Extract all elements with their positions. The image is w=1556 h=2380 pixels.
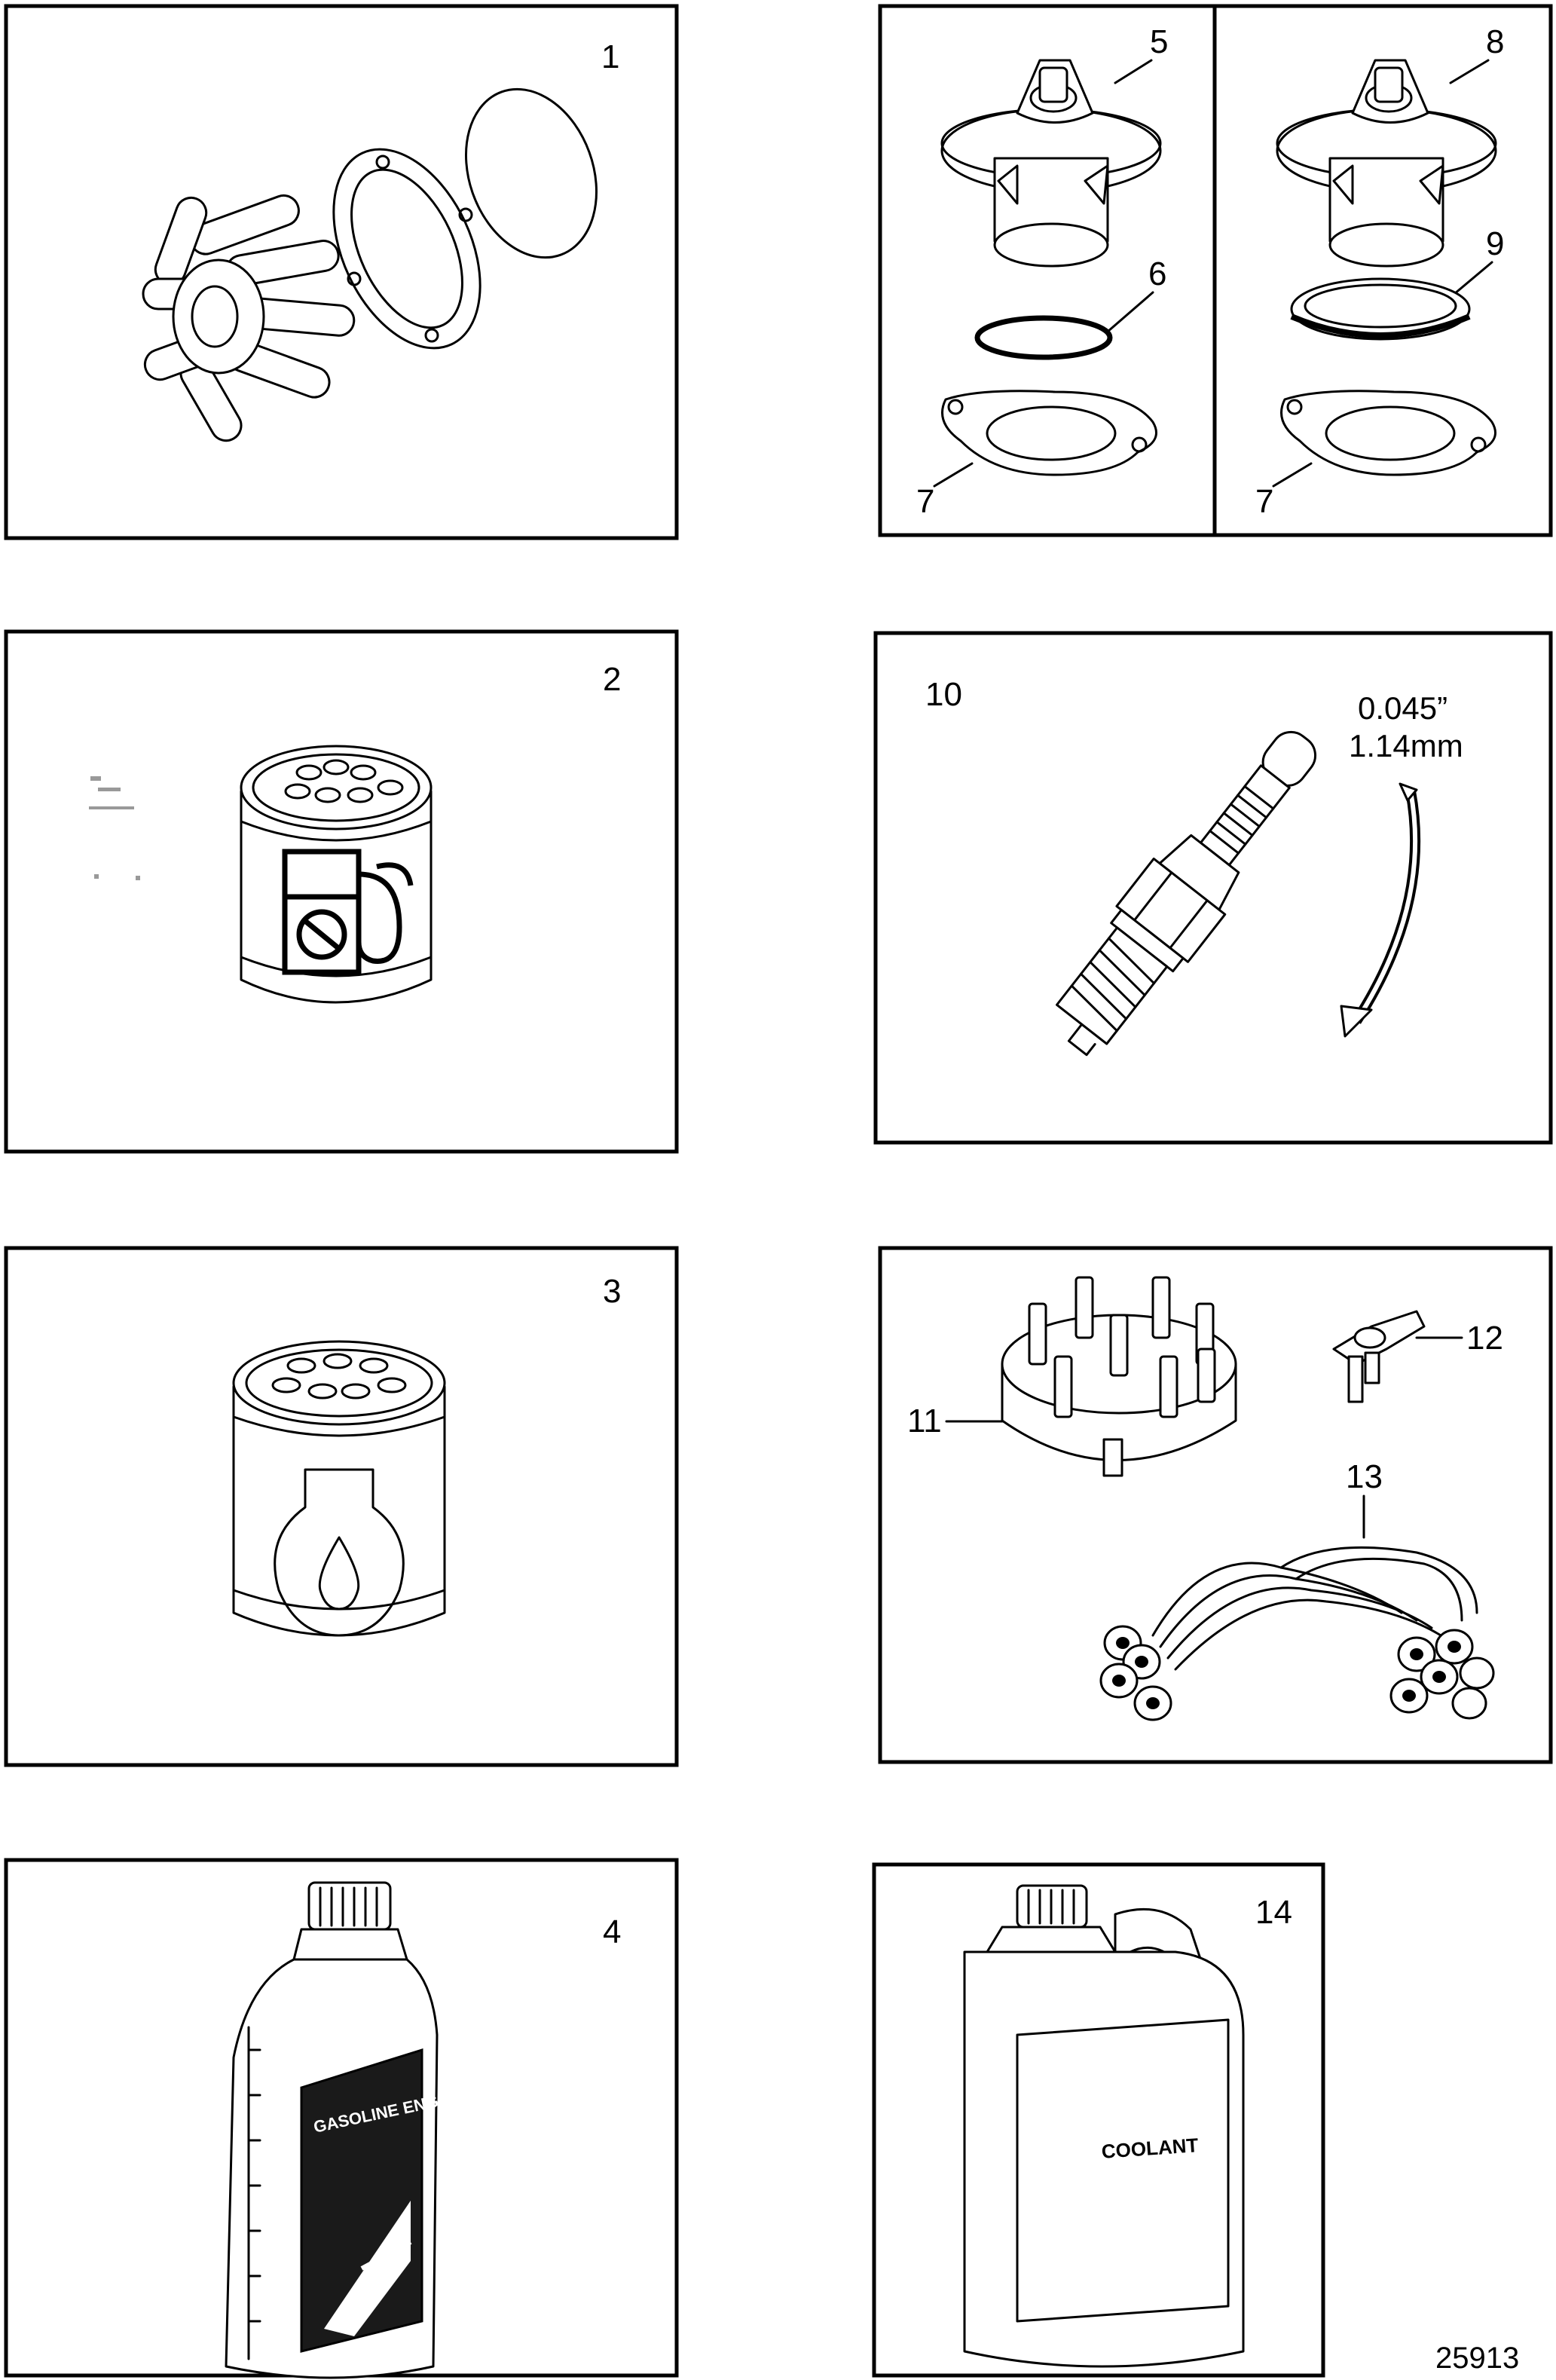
panel-ignition-kit: 11 12 13 — [878, 1246, 1553, 1764]
callout-2: 2 — [603, 661, 621, 698]
callout-7b: 7 — [1255, 483, 1273, 520]
ignition-wires-illustration — [1099, 1546, 1495, 1721]
leader-line — [1272, 462, 1313, 488]
gasket — [1280, 390, 1496, 476]
panel-thermostat-kit-b: 8 9 7 — [1212, 4, 1553, 537]
gap-millimeters: 1.14mm — [1349, 728, 1463, 763]
callout-11: 11 — [907, 1403, 942, 1439]
panel-engine-oil: 4 GASOLINE ENGINE OIL — [4, 1858, 679, 2379]
callout-14: 14 — [1255, 1894, 1292, 1931]
gasket-illustration — [332, 148, 481, 350]
callout-8: 8 — [1486, 23, 1504, 60]
figure-reference-number: 25913 — [1435, 2342, 1519, 2375]
callout-9: 9 — [1486, 225, 1504, 262]
seal-ring — [1290, 277, 1471, 341]
thermostat-illustration — [1276, 59, 1497, 268]
leader-line — [1114, 59, 1153, 84]
oil-filter-illustration — [232, 1340, 446, 1637]
o-ring-illustration — [464, 87, 598, 259]
fuel-filter-illustration — [240, 745, 433, 1004]
callout-7: 7 — [916, 483, 934, 520]
callout-6: 6 — [1148, 255, 1166, 292]
leader-line — [1453, 261, 1493, 295]
callout-5: 5 — [1150, 23, 1168, 60]
panel-frame — [1212, 4, 1553, 537]
oil-bottle-illustration: GASOLINE ENGINE OIL — [225, 1881, 499, 2379]
callout-12: 12 — [1466, 1320, 1503, 1357]
distributor-cap-illustration — [1001, 1276, 1237, 1477]
gap-arrow — [1340, 782, 1421, 1038]
panel-thermostat-kit-a: 5 6 7 — [878, 4, 1217, 537]
panel-frame — [873, 631, 1553, 1145]
leader-line — [933, 462, 974, 488]
impeller-illustration — [142, 194, 356, 442]
callout-4: 4 — [603, 1913, 621, 1950]
panel-fuel-filter: 2 — [4, 629, 679, 1154]
o-ring — [974, 315, 1113, 360]
spark-plug-illustration — [1056, 730, 1317, 1057]
leader-line — [1449, 59, 1490, 84]
thermostat-illustration — [940, 59, 1162, 268]
panel-frame — [878, 1246, 1553, 1764]
panel-impeller-kit: 1 — [4, 4, 679, 540]
panel-spark-plug: 10 0.045” 1.14mm — [873, 631, 1553, 1145]
panel-frame — [872, 1862, 1325, 2378]
callout-10: 10 — [925, 676, 962, 713]
coolant-jug-illustration: COOLANT — [963, 1884, 1245, 2368]
callout-1: 1 — [601, 38, 619, 75]
panel-frame — [4, 1246, 679, 1767]
gasket — [941, 390, 1157, 476]
panel-frame — [4, 629, 679, 1154]
gap-inches: 0.045” — [1358, 690, 1447, 726]
callout-3: 3 — [603, 1273, 621, 1310]
panel-coolant: 14 COOLANT — [872, 1862, 1325, 2378]
scan-artifact — [89, 776, 140, 880]
panel-oil-filter: 3 — [4, 1246, 679, 1767]
rotor-illustration — [1332, 1310, 1426, 1403]
leader-line — [1106, 291, 1154, 333]
callout-13: 13 — [1346, 1458, 1383, 1495]
panel-frame — [4, 4, 679, 540]
